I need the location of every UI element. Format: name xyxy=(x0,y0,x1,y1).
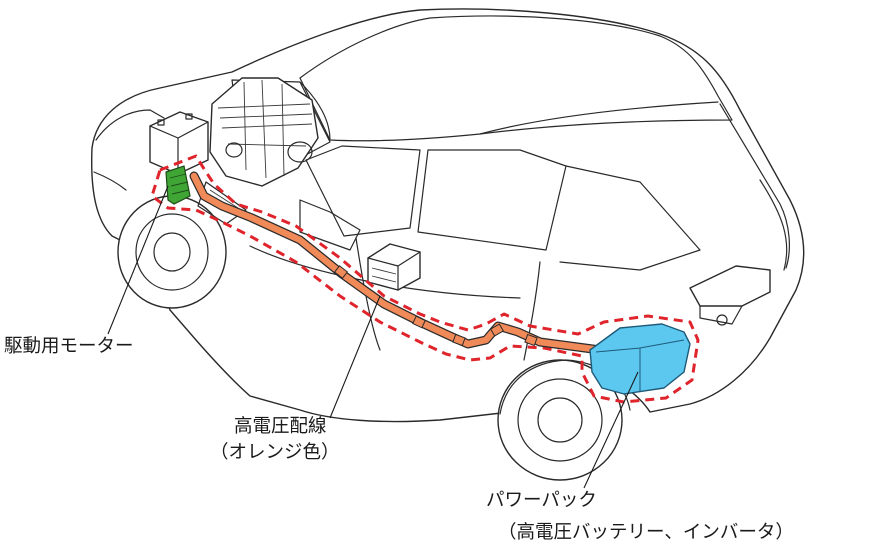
car-illustration xyxy=(90,8,805,481)
front-wheel xyxy=(117,195,227,309)
car-roof xyxy=(299,15,733,142)
auxiliary-battery xyxy=(149,111,209,175)
motor-label: 駆動用モーター xyxy=(4,336,134,357)
high-voltage-dashed-outline xyxy=(150,154,700,404)
front-seat xyxy=(299,199,361,251)
pack-label-line2: （高電圧バッテリー、インバータ） xyxy=(498,522,794,543)
pack-label-line1: パワーパック xyxy=(486,490,597,511)
drive-motor xyxy=(165,165,191,205)
cable-clamps xyxy=(333,265,538,347)
pack-leader-line xyxy=(583,371,639,489)
front-side-window xyxy=(305,145,421,237)
wiring-label-line2: （オレンジ色） xyxy=(210,442,340,463)
rear-side-window xyxy=(417,149,567,251)
wiring-leader-line xyxy=(329,295,381,419)
rear-component xyxy=(689,265,771,326)
power-pack xyxy=(589,323,691,395)
motor-leader-line xyxy=(107,185,169,335)
wiring-label-line1: 高電圧配線 xyxy=(234,416,327,437)
